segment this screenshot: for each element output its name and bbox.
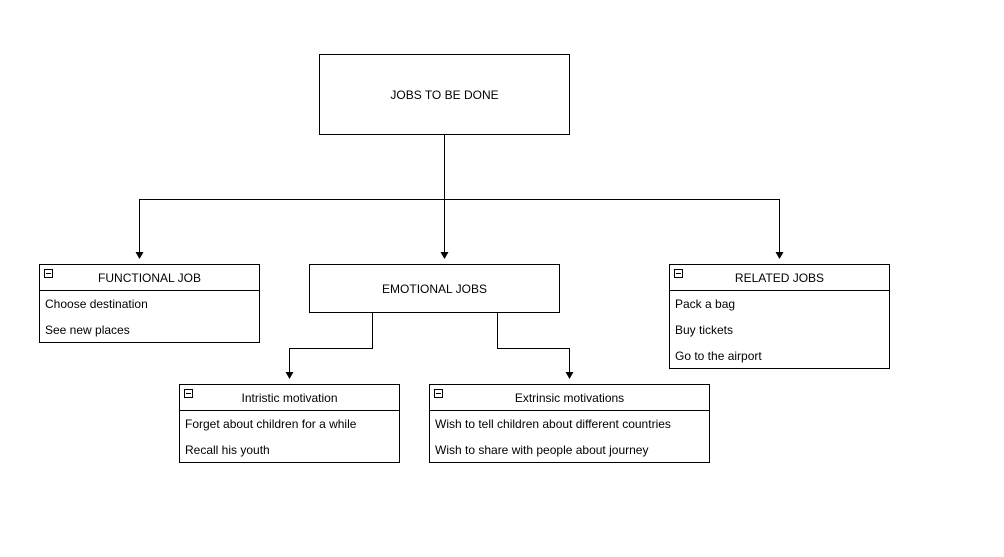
extrinsic-motivations-node[interactable]: Extrinsic motivations Wish to tell child… [429,384,710,463]
list-item[interactable]: Forget about children for a while [185,417,357,431]
root-node[interactable]: JOBS TO BE DONE [319,54,570,135]
root-node-label: JOBS TO BE DONE [390,87,499,102]
list-item[interactable]: Wish to share with people about journey [435,443,649,457]
intrinsic-motivation-title: Intristic motivation [241,390,338,405]
intrinsic-motivation-node[interactable]: Intristic motivation Forget about childr… [179,384,400,463]
functional-job-header: FUNCTIONAL JOB [40,265,259,291]
collapse-icon[interactable] [44,269,53,278]
list-item[interactable]: Recall his youth [185,443,270,457]
emotional-jobs-node[interactable]: EMOTIONAL JOBS [309,264,560,313]
extrinsic-motivations-header: Extrinsic motivations [430,385,709,411]
connector-emotional-intrinsic [285,313,373,379]
functional-job-items: Choose destination See new places [40,291,259,343]
extrinsic-motivations-title: Extrinsic motivations [514,390,625,405]
functional-job-title: FUNCTIONAL JOB [98,270,201,285]
list-item[interactable]: See new places [45,323,130,337]
extrinsic-motivations-items: Wish to tell children about different co… [430,411,709,463]
intrinsic-motivation-header: Intristic motivation [180,385,399,411]
related-jobs-items: Pack a bag Buy tickets Go to the airport [670,291,889,369]
collapse-icon[interactable] [674,269,683,278]
connector-root-related [444,199,784,259]
connector-root-functional [135,134,445,259]
related-jobs-title: RELATED JOBS [734,270,825,285]
intrinsic-motivation-items: Forget about children for a while Recall… [180,411,399,463]
related-jobs-header: RELATED JOBS [670,265,889,291]
list-item[interactable]: Buy tickets [675,323,734,337]
list-item[interactable]: Wish to tell children about different co… [435,417,671,431]
functional-job-node[interactable]: FUNCTIONAL JOB Choose destination See ne… [39,264,260,343]
connector-emotional-extrinsic [497,313,574,379]
emotional-jobs-label: EMOTIONAL JOBS [382,281,487,296]
list-item[interactable]: Pack a bag [675,297,736,311]
list-item[interactable]: Go to the airport [675,349,762,363]
related-jobs-node[interactable]: RELATED JOBS Pack a bag Buy tickets Go t… [669,264,890,369]
collapse-icon[interactable] [184,389,193,398]
list-item[interactable]: Choose destination [45,297,148,311]
collapse-icon[interactable] [434,389,443,398]
